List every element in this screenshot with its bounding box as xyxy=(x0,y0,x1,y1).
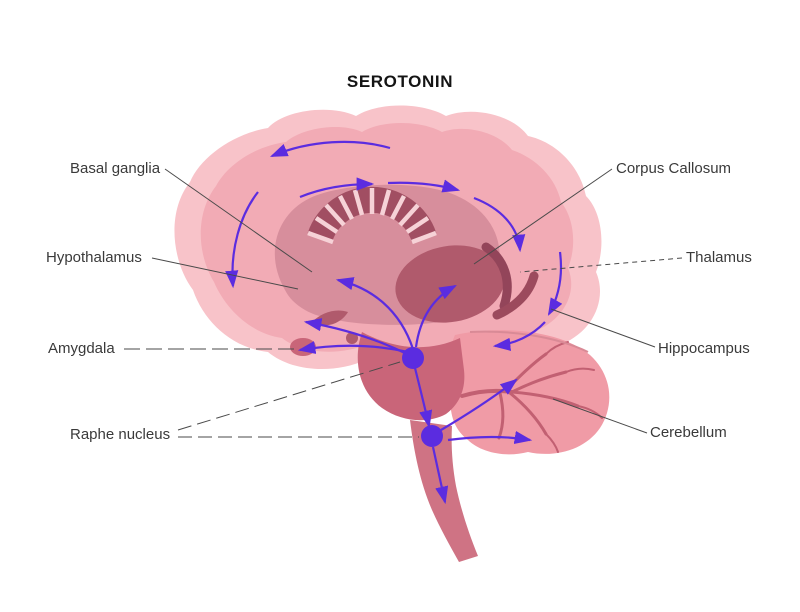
label-thalamus: Thalamus xyxy=(686,249,752,266)
corpus-callosum-stripes xyxy=(307,188,437,245)
tentorium-line xyxy=(469,330,589,353)
thalamus-crescent xyxy=(481,242,512,311)
label-cerebellum: Cerebellum xyxy=(650,424,727,441)
label-basal-ganglia: Basal ganglia xyxy=(70,160,161,177)
cerebellum-branches xyxy=(460,341,603,453)
label-hypothalamus: Hypothalamus xyxy=(46,249,142,266)
leader-line-cerebellum xyxy=(552,398,648,434)
brainstem-pons xyxy=(357,332,465,421)
leader-line-thalamus xyxy=(519,257,683,273)
leader-line-corpus-callosum xyxy=(473,168,613,265)
leader-line-hippocampus xyxy=(550,308,656,348)
leader-line-raphe-upper xyxy=(177,361,401,431)
label-hippocampus: Hippocampus xyxy=(658,340,750,357)
cerebellum xyxy=(449,330,610,455)
leader-line-hypothalamus xyxy=(151,257,299,290)
hippocampus xyxy=(492,271,539,320)
raphe-nucleus-dot-lower xyxy=(421,425,443,447)
label-amygdala: Amygdala xyxy=(48,340,115,357)
thalamus xyxy=(395,245,505,323)
brainstem-medulla xyxy=(410,420,478,562)
mammillary-body xyxy=(346,332,358,344)
amygdala-region xyxy=(290,338,316,356)
label-raphe-nucleus: Raphe nucleus xyxy=(70,426,171,443)
leader-line-basal-ganglia xyxy=(164,168,313,273)
diagram-title: SEROTONIN xyxy=(346,72,454,91)
label-corpus-callosum: Corpus Callosum xyxy=(616,160,732,177)
raphe-nucleus-dot-upper xyxy=(402,347,424,369)
